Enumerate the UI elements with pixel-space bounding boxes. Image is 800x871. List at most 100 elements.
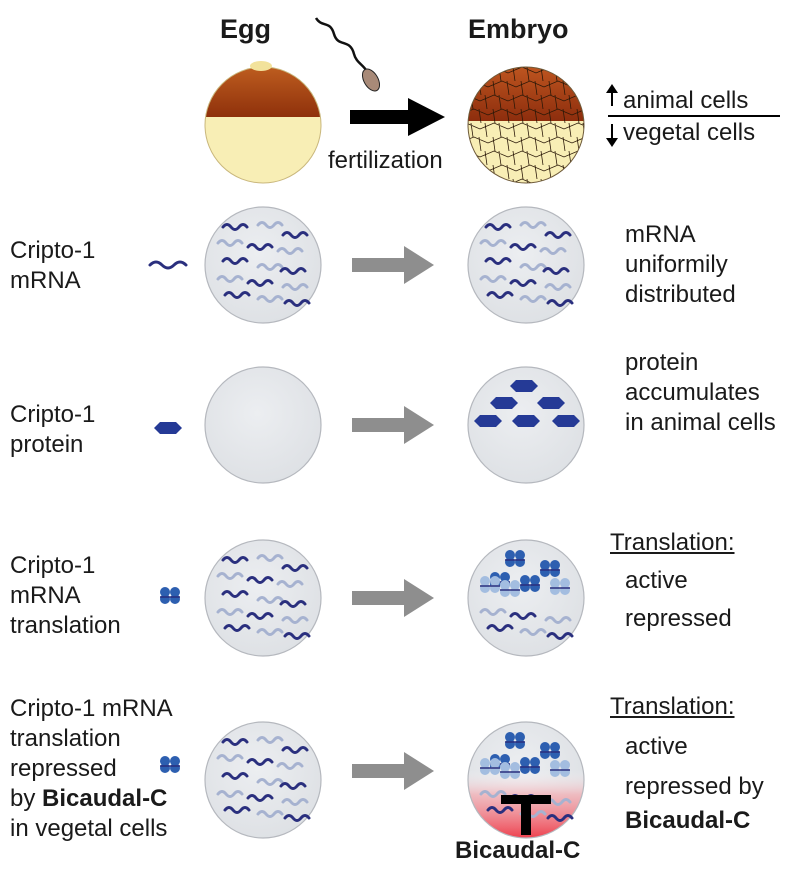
- mrna-molecule: [216, 572, 244, 580]
- protein-molecule: [490, 397, 518, 409]
- mrna-molecule: [216, 754, 244, 762]
- protein-legend-icon: [154, 422, 182, 434]
- ribosome-repressed: [550, 760, 570, 777]
- ribosome-active: [520, 575, 540, 592]
- row-translation-arrow: [352, 579, 434, 617]
- mrna-molecule: [281, 283, 309, 291]
- mrna-molecule: [544, 798, 572, 806]
- mrna-molecule: [246, 794, 274, 802]
- mrna-molecule: [281, 616, 309, 624]
- fertilization-arrow: [350, 98, 445, 136]
- mrna-molecule: [223, 291, 251, 299]
- mrna-molecule: [283, 299, 311, 307]
- row-repressed-egg-circle: [204, 721, 322, 839]
- mrna-molecule: [221, 772, 249, 780]
- fertilization-label: fertilization: [328, 147, 443, 174]
- mrna-molecule: [246, 243, 274, 251]
- ribosome-icon: [160, 587, 180, 604]
- mrna-molecule: [216, 608, 244, 616]
- mrna-molecule: [256, 554, 284, 562]
- mrna-molecule: [479, 275, 507, 283]
- protein-molecule: [512, 415, 540, 427]
- row-repressed-repressed-by: repressed by: [625, 773, 764, 800]
- ribosome-repressed: [480, 576, 500, 593]
- mrna-molecule: [221, 590, 249, 598]
- protein-molecule: [552, 415, 580, 427]
- bicaudal-c-inhibitor: [501, 795, 551, 835]
- protein-molecule: [510, 380, 538, 392]
- row-translation-title: Translation:: [610, 529, 735, 556]
- mrna-molecule: [276, 247, 304, 255]
- mrna-molecule: [256, 295, 284, 303]
- mrna-molecule: [283, 814, 311, 822]
- row-protein-embryo-circle: [467, 366, 585, 484]
- mrna-molecule: [544, 283, 572, 291]
- row-repressed-bicaudal: Bicaudal-C: [625, 807, 751, 834]
- row-repressed-active: active: [625, 733, 688, 760]
- mrna-molecule: [256, 263, 284, 271]
- row-protein-egg-circle: [204, 366, 322, 484]
- ribosome-active: [490, 572, 510, 589]
- ribosome-repressed: [480, 758, 500, 775]
- mrna-legend-icon: [148, 260, 188, 270]
- mrna-molecule: [519, 221, 547, 229]
- mrna-molecule: [519, 810, 547, 818]
- mrna-molecule: [281, 746, 309, 754]
- mrna-molecule: [519, 295, 547, 303]
- mrna-molecule: [256, 778, 284, 786]
- mrna-molecule: [279, 600, 307, 608]
- protein-molecule: [474, 415, 502, 427]
- mrna-molecule: [281, 798, 309, 806]
- mrna-molecule: [223, 806, 251, 814]
- ribosome-active: [505, 732, 525, 749]
- mrna-molecule: [539, 247, 567, 255]
- mrna-molecule: [256, 810, 284, 818]
- mrna-molecule: [216, 275, 244, 283]
- mrna-molecule: [256, 221, 284, 229]
- row-translation-active: active: [625, 567, 688, 594]
- mrna-molecule: [221, 738, 249, 746]
- mrna-molecule: [223, 624, 251, 632]
- row-mrna-egg-circle: [204, 206, 322, 324]
- mrna-molecule: [509, 612, 537, 620]
- mrna-molecule: [479, 608, 507, 616]
- mrna-molecule: [486, 291, 514, 299]
- mrna-molecule: [486, 624, 514, 632]
- ribosome-repressed: [500, 762, 520, 779]
- ribosome-repressed: [500, 580, 520, 597]
- mrna-molecule: [221, 556, 249, 564]
- mrna-molecule: [509, 243, 537, 251]
- mrna-molecule: [246, 612, 274, 620]
- mrna-molecule: [276, 580, 304, 588]
- mrna-molecule: [546, 632, 574, 640]
- mrna-molecule: [256, 596, 284, 604]
- mrna-molecule: [486, 806, 514, 814]
- ribosome-active: [540, 560, 560, 577]
- row-repressed-title: Translation:: [610, 693, 735, 720]
- bicaudal-c-inhibitor-label: Bicaudal-C: [455, 837, 581, 864]
- mrna-molecule: [216, 239, 244, 247]
- mrna-molecule: [281, 564, 309, 572]
- mrna-molecule: [509, 279, 537, 287]
- vegetal-cells-label: vegetal cells: [623, 119, 756, 146]
- row-repressed-arrow: [352, 752, 434, 790]
- mrna-molecule: [256, 628, 284, 636]
- row-repressed-embryo-circle: [467, 721, 585, 839]
- mrna-molecule: [256, 736, 284, 744]
- row-translation-repressed: repressed: [625, 605, 732, 632]
- mrna-molecule: [283, 632, 311, 640]
- mrna-molecule: [279, 782, 307, 790]
- ribosome-legend-icon: [160, 587, 180, 604]
- row-mrna-arrow: [352, 246, 434, 284]
- ribosome-active: [490, 754, 510, 771]
- ribosome-active: [505, 550, 525, 567]
- mrna-molecule: [246, 758, 274, 766]
- mrna-molecule: [484, 257, 512, 265]
- mrna-molecule: [546, 814, 574, 822]
- row-translation-egg-circle: [204, 539, 322, 657]
- row-repressed-label: Cripto-1 mRNA translation repressed by B…: [10, 695, 173, 842]
- row-protein-arrow: [352, 406, 434, 444]
